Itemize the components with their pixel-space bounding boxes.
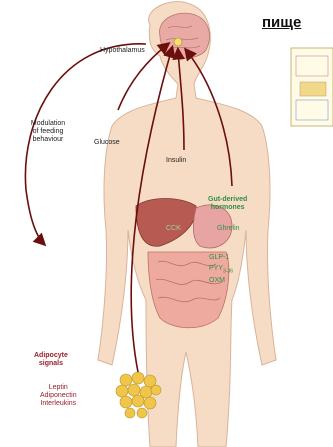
brain xyxy=(159,13,209,58)
adipocyte-line-1: Adipocyte xyxy=(34,352,68,360)
gut-derived-label: Gut-derived hormones xyxy=(208,196,247,212)
oxm-label: OXM xyxy=(209,277,225,285)
modulation-line-2: of feeding xyxy=(18,128,78,136)
hypothalamus-node xyxy=(174,38,182,46)
pyy-label: PYY3-36 xyxy=(209,265,233,275)
inset-thumbnail xyxy=(291,48,333,126)
gut-derived-line-1: Gut-derived xyxy=(208,196,247,204)
ghrelin-label: Ghrelin xyxy=(217,225,240,233)
intestines xyxy=(148,252,229,328)
modulation-label: Modulation of feeding behaviour xyxy=(18,120,78,144)
adipocyte-label: Adipocyte signals xyxy=(34,352,68,368)
interleukins-label: Interleukins xyxy=(40,400,77,408)
adipocyte-line-2: signals xyxy=(34,360,68,368)
glp1-label: GLP-1 xyxy=(209,254,229,262)
adipocyte-signals-list: Leptin Adiponectin Interleukins xyxy=(40,384,77,408)
pyy-sub: 3-36 xyxy=(223,268,233,274)
modulation-line-1: Modulation xyxy=(18,120,78,128)
modulation-line-3: behaviour xyxy=(18,136,78,144)
insulin-label: Insulin xyxy=(166,157,186,165)
gut-derived-line-2: hormones xyxy=(208,204,247,212)
adiponectin-label: Adiponectin xyxy=(40,392,77,400)
leptin-label: Leptin xyxy=(40,384,77,392)
cck-label: CCK xyxy=(166,225,181,233)
hypothalamus-label: Hypothalamus xyxy=(100,47,145,55)
pyy-base: PYY xyxy=(209,265,223,272)
glucose-label: Glucose xyxy=(94,139,120,147)
heading-text: пище xyxy=(262,14,301,31)
